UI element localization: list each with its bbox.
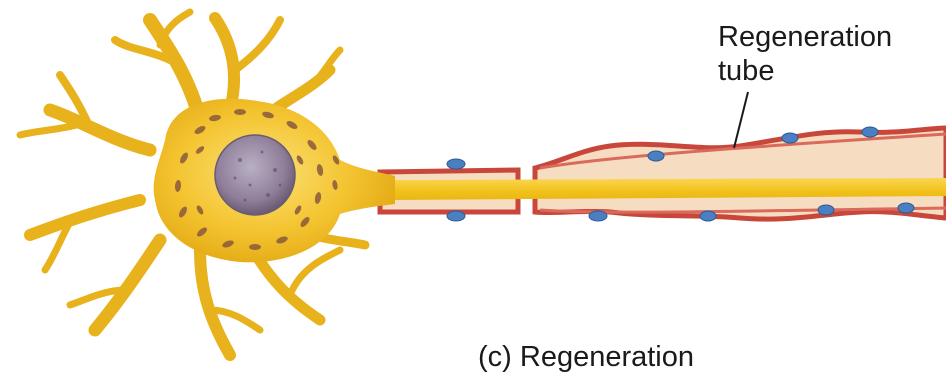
schwann-nucleus [589,211,607,221]
schwann-nucleus [700,211,716,221]
schwann-nucleus [898,203,914,213]
tube-label-line2: tube [718,54,892,88]
nucleus [215,135,295,215]
schwann-nucleus [862,127,878,137]
schwann-nucleus [648,151,664,161]
schwann-nucleus [818,205,834,215]
regeneration-tube [380,128,946,219]
figure-caption: (c) Regeneration [478,340,694,374]
schwann-nucleus [447,159,465,169]
schwann-cell-tube [535,128,946,219]
tube-leader-line [734,92,748,148]
regeneration-tube-label: Regeneration tube [718,20,892,88]
tube-label-line1: Regeneration [718,20,892,54]
schwann-nucleus [782,133,798,143]
schwann-nucleus [447,211,465,221]
